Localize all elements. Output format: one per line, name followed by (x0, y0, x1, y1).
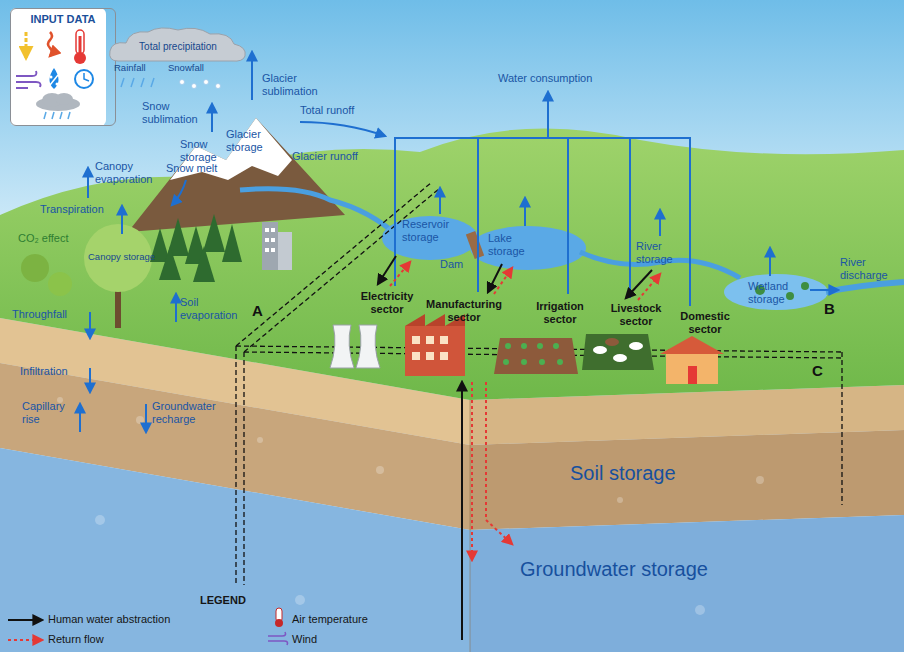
region-letter: A (252, 302, 266, 319)
flux-label: River discharge (840, 256, 898, 281)
legend-text: Air temperature (292, 613, 368, 626)
flux-label: Throughfall (12, 308, 82, 321)
flux-label: Canopy evaporation (95, 160, 159, 185)
effect-label: CO₂ effect (18, 232, 80, 245)
sector-label: Livestock sector (606, 302, 666, 327)
flux-label: Soil evaporation (180, 296, 246, 321)
sector-label: Irrigation sector (530, 300, 590, 325)
storage-label: River storage (636, 240, 686, 265)
flux-label: Water consumption (498, 72, 610, 85)
node-text: Total precipitation (131, 37, 225, 52)
layer-label: Soil storage (570, 462, 710, 485)
node-text: INPUT DATA (11, 9, 115, 25)
legend-text: Human water abstraction (48, 613, 170, 626)
flux-label: Glacier runoff (292, 150, 374, 163)
storage-label: Wetland storage (748, 280, 806, 305)
cloud-outline (110, 28, 246, 61)
storage-label: Lake storage (488, 232, 540, 257)
legend-text: Return flow (48, 633, 104, 646)
storage-label: Snow storage (180, 138, 226, 163)
sector-label: Manufacturing sector (422, 298, 506, 323)
flux-label: Snow sublimation (142, 100, 204, 125)
flux-label: Infiltration (20, 365, 86, 378)
structure-label: Dam (440, 258, 470, 271)
layer-label: Groundwater storage (520, 558, 750, 581)
flux-label: Capillary rise (22, 400, 76, 425)
flux-label: Snow melt (166, 162, 228, 175)
input-data-box: INPUT DATA (10, 8, 116, 126)
storage-label: Reservoir storage (402, 218, 462, 243)
legend-heading: LEGEND (200, 594, 270, 607)
flux-label: Transpiration (40, 203, 116, 216)
legend-text: Wind (292, 633, 317, 646)
flux-label: Glacier sublimation (262, 72, 330, 97)
sector-label: Electricity sector (356, 290, 418, 315)
precipitation-label: Rainfall (114, 63, 162, 74)
region-letter: B (824, 300, 838, 317)
flux-label: Groundwater recharge (152, 400, 230, 425)
sector-label: Domestic sector (676, 310, 734, 335)
storage-label: Canopy storage (88, 252, 157, 263)
precipitation-cloud: Total precipitation (108, 26, 248, 62)
storage-label: Glacier storage (226, 128, 276, 153)
region-letter: C (812, 362, 826, 379)
precipitation-label: Snowfall (168, 63, 216, 74)
flux-label: Total runoff (300, 104, 376, 117)
